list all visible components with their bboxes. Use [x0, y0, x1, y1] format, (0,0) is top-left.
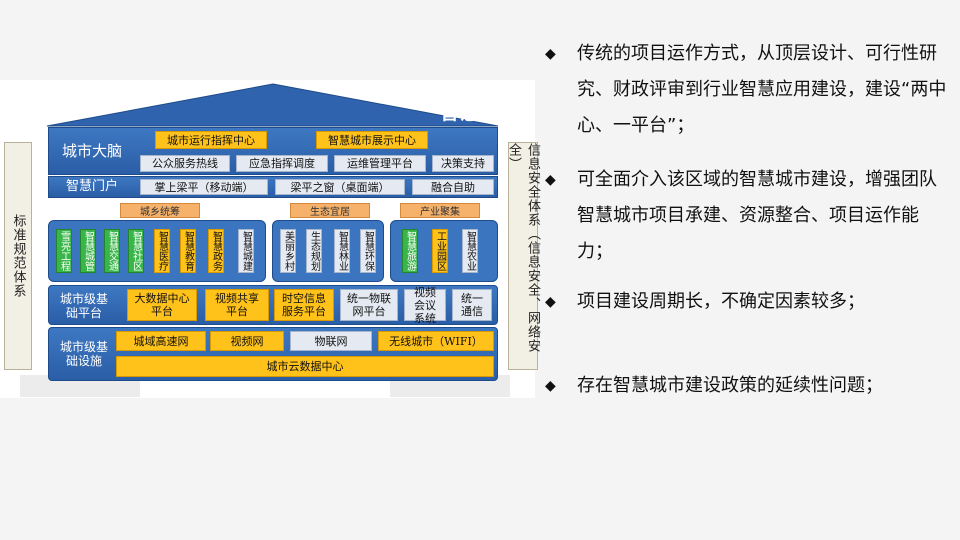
diagram-title: 智慧梁平: [439, 102, 520, 124]
diamond-icon: ◆: [545, 172, 556, 188]
app-item: 智慧社区: [128, 229, 144, 273]
city-brain-label: 城市大脑: [61, 142, 122, 160]
infra-item: 视频网: [210, 331, 284, 351]
platform-item: 大数据中心平台: [127, 289, 197, 321]
app-item: 智慧医疗: [154, 229, 170, 273]
app-item: 智慧林业: [334, 229, 350, 273]
roof-shape: [46, 83, 499, 127]
app-item: 工业园区: [432, 229, 448, 273]
cloud-data-center: 城市云数据中心: [116, 356, 494, 377]
group-tag-industry: 产业聚集: [400, 203, 480, 218]
platform-item: 时空信息服务平台: [274, 289, 334, 321]
diamond-icon: ◆: [545, 378, 556, 394]
bullet-text: 可全面介入该区域的智慧城市建设，增强团队智慧城市项目承建、资源整合、项目运作能力…: [577, 169, 937, 262]
portal-mobile: 掌上梁平（移动端）: [140, 179, 268, 195]
ops-management-platform: 运维管理平台: [334, 155, 426, 172]
portal-label: 智慧门户: [65, 179, 118, 194]
decision-support: 决策支持: [432, 155, 494, 172]
platform-item: 视频会议系统: [404, 286, 446, 325]
app-item: 智慧城管: [80, 229, 96, 273]
group-tag-urban-rural: 城乡统筹: [120, 203, 200, 218]
standards-system-label: 标准规范体系: [4, 142, 32, 370]
platform-label: 城市级基础平台: [59, 292, 108, 320]
app-item: 智慧政务: [208, 229, 224, 273]
portal-self-service: 融合自助: [412, 179, 494, 195]
infra-item: 城域高速网: [116, 331, 206, 351]
platform-item: 统一通信: [452, 289, 492, 321]
security-system-label: 信息安全体系（信息安全、网络安全）: [506, 142, 540, 370]
platform-item: 统一物联网平台: [340, 289, 398, 321]
app-item: 美丽乡村: [280, 229, 296, 273]
public-service-hotline: 公众服务热线: [140, 155, 230, 172]
portal-desktop: 梁平之窗（桌面端）: [275, 179, 405, 195]
smart-city-showcase-center: 智慧城市展示中心: [316, 131, 428, 149]
app-item: 智慧教育: [180, 229, 196, 273]
diamond-icon: ◆: [545, 294, 556, 310]
app-item: 雪亮工程: [56, 229, 72, 273]
app-item: 生态规划: [306, 229, 322, 273]
app-item: 智慧农业: [462, 229, 478, 273]
app-item: 智慧环保: [360, 229, 376, 273]
diamond-icon: ◆: [545, 46, 556, 62]
app-item: 智慧城建: [238, 229, 254, 273]
bullet-text: 项目建设周期长，不确定因素较多；: [577, 291, 865, 312]
ops-command-center: 城市运行指挥中心: [155, 131, 267, 149]
group-tag-ecology: 生态宜居: [290, 203, 370, 218]
infra-item: 物联网: [290, 331, 372, 351]
platform-item: 视频共享平台: [205, 289, 269, 321]
infrastructure-label: 城市级基础设施: [59, 340, 108, 368]
infra-item: 无线城市（WIFI）: [378, 331, 494, 351]
app-item: 智慧旅游: [402, 229, 418, 273]
bullet-text: 存在智慧城市建设政策的延续性问题；: [577, 375, 883, 396]
app-item: 智慧交通: [104, 229, 120, 273]
emergency-command: 应急指挥调度: [236, 155, 328, 172]
bullet-text: 传统的项目运作方式，从顶层设计、可行性研究、财政评审到行业智慧应用建设，建设“两…: [577, 43, 947, 136]
